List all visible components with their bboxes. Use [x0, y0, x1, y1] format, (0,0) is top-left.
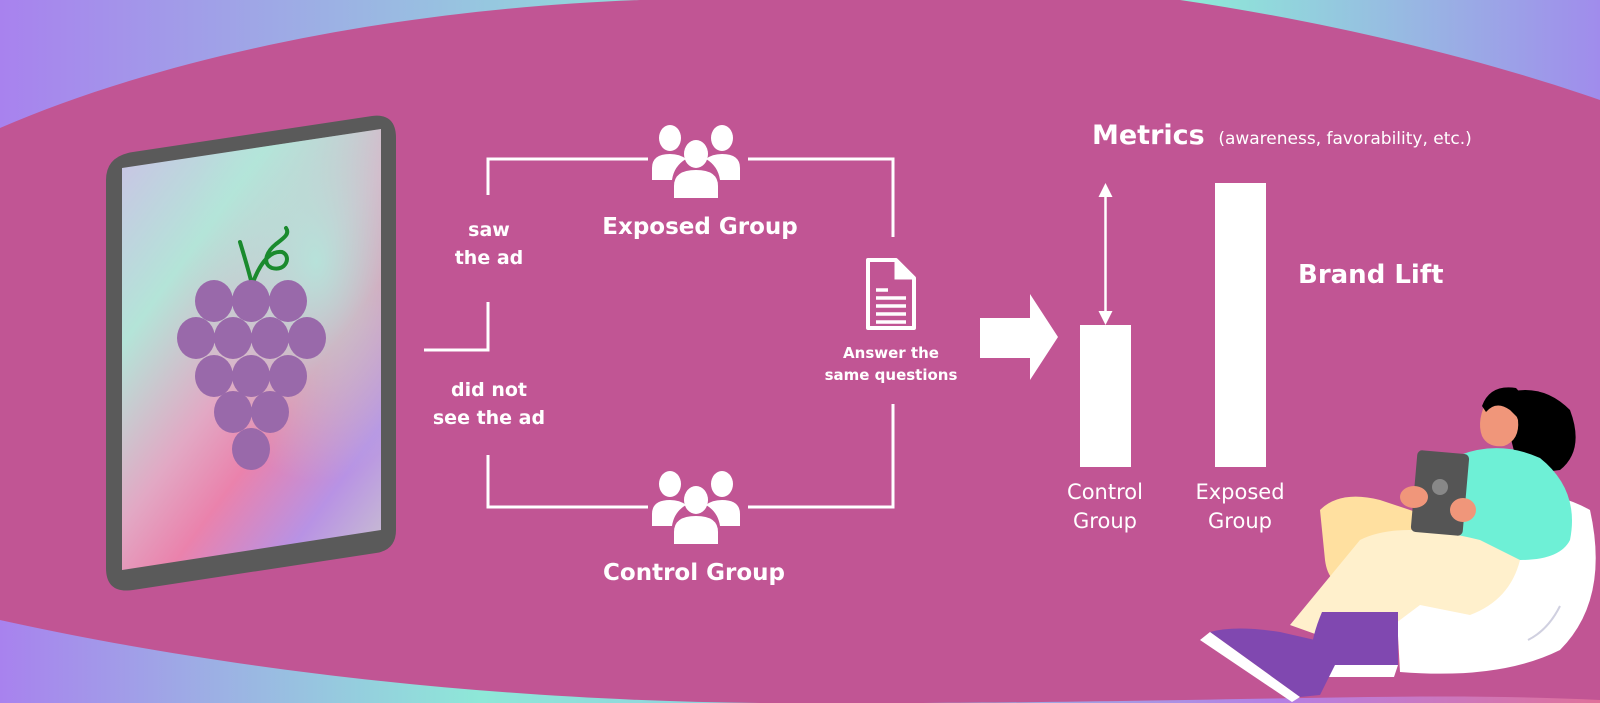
- bar-exposed-group: [1215, 183, 1266, 467]
- front-shoe: [1210, 628, 1340, 697]
- tablet-screen-glow: [122, 129, 381, 570]
- hair-top: [1482, 387, 1524, 420]
- bar-label-exposed-line1: Exposed: [1195, 480, 1285, 504]
- arrow-up-head-icon: [1098, 183, 1113, 197]
- held-tablet-button: [1432, 479, 1448, 495]
- metrics-subtitle: (awareness, favorability, etc.): [1218, 129, 1472, 149]
- bar-label-control-line2: Group: [1073, 509, 1137, 533]
- left-hand: [1400, 486, 1428, 508]
- beanbag-crease: [1527, 605, 1561, 641]
- torso-sweater: [1440, 448, 1572, 560]
- flow-line-to-control: [486, 455, 648, 509]
- right-hand: [1450, 498, 1476, 522]
- did-not-see-line1: did not: [451, 379, 527, 401]
- saw-the-ad-line2: the ad: [454, 247, 524, 269]
- control-group-title: Control Group: [603, 560, 785, 586]
- exposed-group-title: Exposed Group: [602, 214, 798, 240]
- flow-line-to-exposed: [486, 157, 648, 195]
- bar-label-control-line1: Control: [1067, 480, 1143, 504]
- head: [1480, 397, 1519, 447]
- bar-label-exposed-line2: Group: [1208, 509, 1272, 533]
- survey-label-line2: same questions: [824, 366, 958, 384]
- bar-chart: [1080, 183, 1266, 467]
- tablet-illustration: [106, 115, 396, 591]
- survey-label-line1: Answer the: [843, 344, 939, 362]
- did-not-see-line2: see the ad: [432, 407, 546, 429]
- metrics-title: Metrics (awareness, favorability, etc.): [1092, 120, 1472, 151]
- flow-line-from-tablet: [424, 302, 490, 352]
- survey-label: Answer the same questions: [806, 342, 976, 386]
- grapes-icon: [177, 226, 326, 470]
- document-icon: [866, 258, 916, 330]
- did-not-see-the-ad-label: did not see the ad: [418, 376, 560, 432]
- bar-label-control: Control Group: [1050, 478, 1160, 536]
- saw-the-ad-line1: saw: [468, 219, 510, 241]
- bar-control-group: [1080, 325, 1131, 467]
- front-shoe-sole: [1200, 632, 1300, 702]
- flow-lines: [424, 157, 895, 509]
- flow-line-control-to-survey: [748, 404, 895, 509]
- brand-lift-label: Brand Lift: [1298, 260, 1444, 290]
- arrow-down-head-icon: [1098, 311, 1113, 325]
- saw-the-ad-label: saw the ad: [430, 216, 548, 272]
- control-group-icon: [652, 471, 740, 544]
- flow-line-exposed-to-survey: [748, 157, 895, 237]
- exposed-group-icon: [652, 125, 740, 198]
- metrics-title-text: Metrics: [1092, 120, 1205, 151]
- person-with-tablet-illustration: [1200, 387, 1596, 702]
- bar-label-exposed: Exposed Group: [1180, 478, 1300, 536]
- right-arrow-icon: [980, 294, 1058, 380]
